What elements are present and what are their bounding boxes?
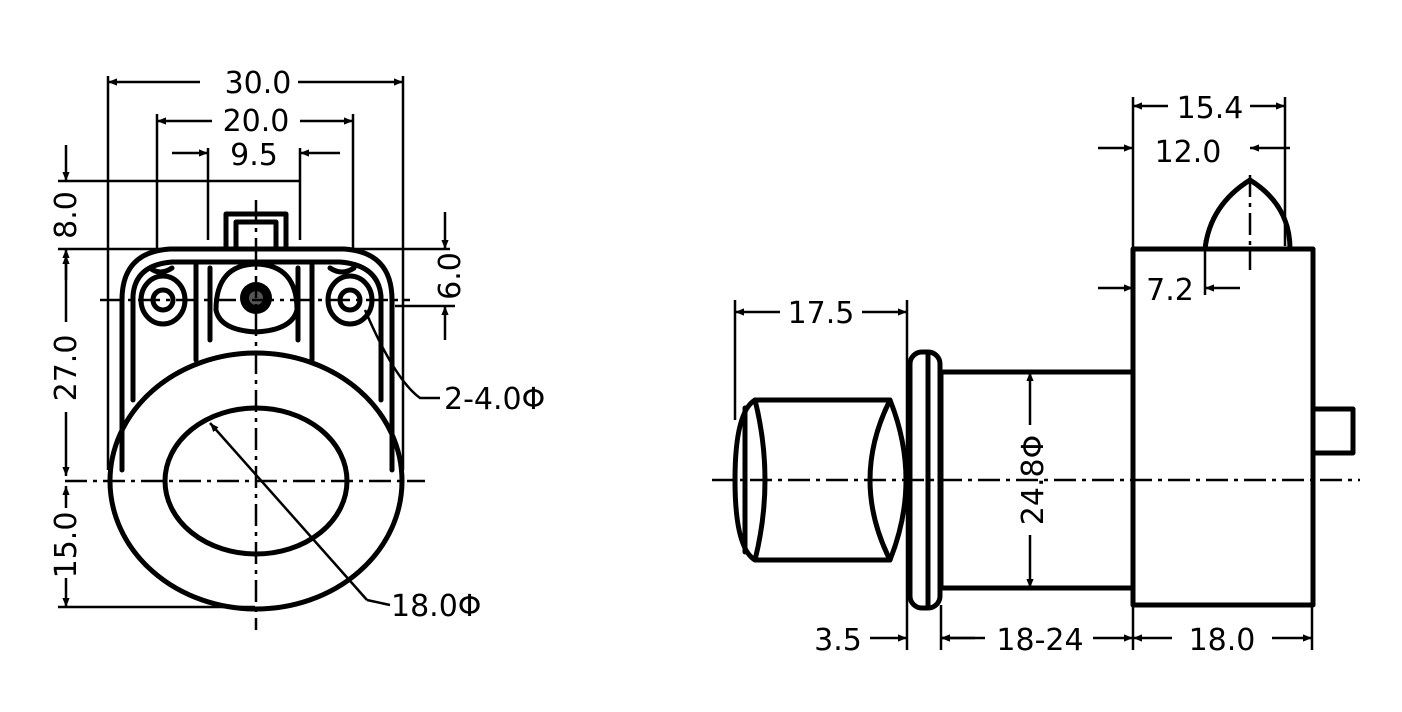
dim-20: 20.0 <box>223 104 290 139</box>
dim-27: 27.0 <box>49 335 84 402</box>
dim-12: 12.0 <box>1155 135 1222 170</box>
dim-3-5: 3.5 <box>814 623 862 658</box>
front-vertical-dims: 8.0 27.0 15.0 6.0 <box>49 145 468 607</box>
dim-6: 6.0 <box>433 252 468 300</box>
dim-15: 15.0 <box>49 512 84 579</box>
dim-17-5: 17.5 <box>788 296 855 331</box>
dim-diameter: 24.8Φ <box>1016 435 1051 525</box>
front-view: 30.0 20.0 9.5 8.0 27.0 15.0 6.0 <box>49 66 545 630</box>
side-dims: 15.4 12.0 7.2 17.5 24.8Φ 3.5 18-24 18.0 <box>735 91 1312 658</box>
dim-bore: 18.0Φ <box>391 589 481 624</box>
dim-8: 8.0 <box>49 191 84 239</box>
front-horizontal-dims: 30.0 20.0 9.5 <box>108 66 403 173</box>
dim-30: 30.0 <box>225 66 292 101</box>
side-view: 15.4 12.0 7.2 17.5 24.8Φ 3.5 18-24 18.0 <box>712 91 1360 658</box>
bracket-body <box>119 246 395 473</box>
latch-bolt <box>1202 177 1293 252</box>
dim-7-2: 7.2 <box>1146 273 1194 308</box>
front-extension-lines <box>58 76 455 609</box>
dim-9-5: 9.5 <box>230 138 278 173</box>
dim-holes: 2-4.0Φ <box>444 382 545 417</box>
dim-range: 18-24 <box>996 623 1083 658</box>
side-center-lines <box>712 175 1360 482</box>
front-leaders: 2-4.0Φ 18.0Φ <box>209 309 545 624</box>
dim-15-4: 15.4 <box>1177 91 1244 126</box>
front-center-lines <box>65 200 425 630</box>
dim-18: 18.0 <box>1189 623 1256 658</box>
